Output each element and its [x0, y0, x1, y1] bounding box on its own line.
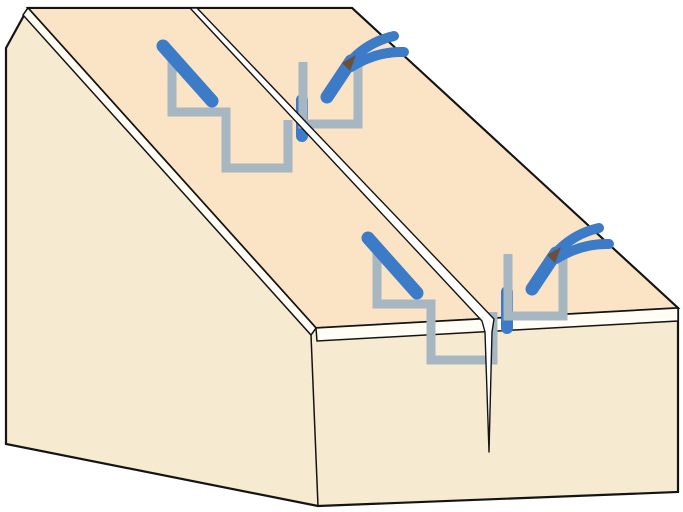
blue-slash-stroke — [156, 39, 219, 108]
front-left-corner-edge — [310, 334, 319, 507]
gray-u-line — [503, 254, 568, 321]
blue-slash-stroke — [361, 231, 424, 300]
gray-meander-line — [167, 57, 293, 173]
fork-wedge — [342, 55, 356, 71]
blue-prong-lower — [346, 46, 409, 72]
gray-meander-line — [372, 249, 498, 365]
marker-upper-right — [298, 31, 409, 129]
fissure-crack — [189, 7, 495, 453]
gray-u-line — [298, 62, 363, 129]
blue-prong-lower — [551, 238, 614, 264]
marker-lower-right — [503, 223, 614, 321]
fork-wedge — [547, 247, 561, 263]
